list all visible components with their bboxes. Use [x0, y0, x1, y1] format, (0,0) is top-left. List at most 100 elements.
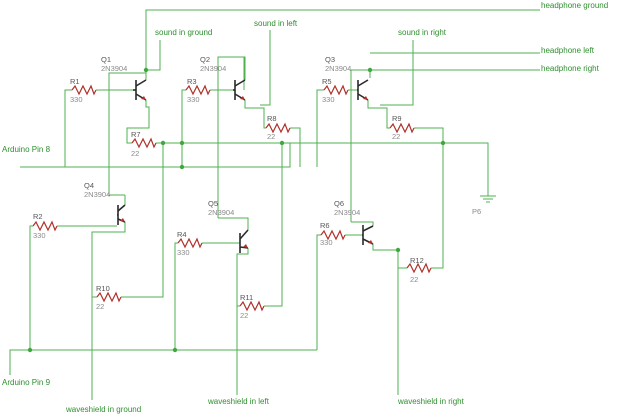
wire-q6-base — [316, 234, 321, 350]
wire-q5-collector — [218, 217, 249, 230]
transistor-q4-part: 2N3904 — [84, 190, 110, 199]
resistor-r7-value: 22 — [131, 149, 139, 158]
wire-q3-emitter — [367, 100, 390, 129]
net-label-headphone-left: headphone left — [541, 46, 595, 55]
wire-q2-collector-down — [217, 56, 244, 218]
net-label-headphone-right: headphone right — [541, 64, 600, 73]
transistor-q6-part: 2N3904 — [334, 208, 360, 217]
net-label-headphone-ground: headphone ground — [541, 1, 608, 10]
wire-arduino-pin-8 — [20, 143, 291, 168]
resistor-r2-value: 330 — [33, 231, 46, 240]
wire-sound-in-ground — [146, 40, 161, 71]
resistor-r2 — [32, 220, 58, 232]
wire-r10-right — [121, 143, 164, 298]
resistor-r4-value: 330 — [177, 248, 190, 257]
resistor-r9-name: R9 — [392, 114, 402, 123]
junction — [27, 347, 33, 353]
wire-q4-emitter — [91, 222, 126, 400]
transistor-q2-part: 2N3904 — [200, 64, 226, 73]
net-label-waveshield-in-ground: waveshield in ground — [65, 405, 141, 414]
transistor-q2-name: Q2 — [200, 55, 210, 64]
resistor-r5-name: R5 — [322, 77, 332, 86]
transistor-q6 — [362, 225, 374, 245]
junction — [279, 140, 285, 146]
resistor-r10-value: 22 — [96, 302, 104, 311]
wire-q6-emitter — [372, 244, 399, 395]
junction — [367, 67, 373, 73]
resistor-r9 — [389, 122, 415, 134]
wire-gnd-bus — [182, 142, 489, 196]
resistor-r3 — [185, 84, 211, 96]
resistors — [32, 84, 432, 312]
wire-r9-right — [414, 127, 444, 143]
transistor-q1-part: 2N3904 — [101, 64, 127, 73]
resistor-r4 — [177, 237, 203, 249]
junctions — [27, 67, 446, 353]
transistor-q3-part: 2N3904 — [325, 64, 351, 73]
transistor-q1 — [133, 79, 147, 101]
ground-symbol — [480, 195, 496, 203]
resistor-r5-value: 330 — [322, 95, 335, 104]
junction — [440, 140, 446, 146]
wire-r11-right — [264, 143, 283, 307]
resistor-r8-name: R8 — [267, 114, 277, 123]
transistor-q4-name: Q4 — [84, 181, 94, 190]
junction — [143, 67, 149, 73]
resistor-r1 — [71, 84, 97, 96]
resistor-r9-value: 22 — [392, 132, 400, 141]
resistor-r7 — [131, 137, 157, 149]
net-labels: headphone ground headphone left headphon… — [2, 1, 608, 414]
wires — [9, 9, 540, 400]
resistor-r6 — [320, 229, 346, 241]
transistors — [117, 79, 374, 253]
wire-arduino-pin-9 — [9, 349, 317, 375]
ground-symbol-label: P6 — [472, 207, 481, 216]
resistor-r11-name: R11 — [240, 293, 253, 302]
wire-sound-in-left — [260, 30, 271, 106]
resistor-r2-name: R2 — [33, 212, 43, 221]
resistor-r3-name: R3 — [187, 77, 197, 86]
resistor-r10-name: R10 — [96, 284, 110, 293]
resistor-r7-name: R7 — [131, 130, 141, 139]
wire-r12-right — [431, 143, 444, 269]
transistor-q4 — [117, 195, 126, 225]
wire-headphone-ground — [145, 9, 540, 70]
resistor-r11-value: 22 — [240, 311, 248, 320]
wire-sound-in-right — [380, 40, 414, 106]
resistor-r12-name: R12 — [410, 256, 424, 265]
wire-q2-base — [181, 89, 186, 167]
transistor-q1-name: Q1 — [101, 55, 111, 64]
net-label-sound-in-ground: sound in ground — [155, 28, 212, 37]
junction — [160, 140, 166, 146]
net-label-sound-in-left: sound in left — [254, 19, 298, 28]
resistor-r3-value: 330 — [187, 95, 200, 104]
resistor-r4-name: R4 — [177, 230, 187, 239]
junction — [172, 347, 178, 353]
resistor-r11 — [239, 300, 265, 312]
resistor-r8 — [265, 122, 291, 134]
resistor-labels: R1 330 R2 330 R3 330 R4 330 R5 330 R6 33… — [33, 77, 424, 320]
transistor-q2 — [233, 79, 246, 101]
junction — [395, 247, 401, 253]
resistor-r6-name: R6 — [320, 221, 330, 230]
net-label-sound-in-right: sound in right — [398, 28, 447, 37]
wire-r8-right — [290, 127, 301, 167]
transistor-q5 — [239, 229, 249, 253]
net-label-arduino-pin-9: Arduino Pin 9 — [2, 378, 51, 387]
wire-q3-collector-down — [350, 69, 368, 222]
wire-q2-emitter — [244, 100, 266, 129]
transistor-q3-name: Q3 — [325, 55, 335, 64]
wire-q5-emitter — [236, 248, 249, 395]
transistor-q5-name: Q5 — [208, 199, 218, 208]
resistor-r6-value: 330 — [320, 238, 333, 247]
transistor-labels: Q1 2N3904 Q2 2N3904 Q3 2N3904 Q4 2N3904 … — [84, 55, 360, 217]
transistor-q6-name: Q6 — [334, 199, 344, 208]
net-label-arduino-pin-8: Arduino Pin 8 — [2, 145, 51, 154]
resistor-r8-value: 22 — [267, 132, 275, 141]
transistor-q5-part: 2N3904 — [208, 208, 234, 217]
resistor-r5 — [323, 84, 349, 96]
resistor-r1-value: 330 — [70, 95, 83, 104]
resistor-r10 — [96, 291, 122, 303]
resistor-r12-value: 22 — [410, 275, 418, 284]
